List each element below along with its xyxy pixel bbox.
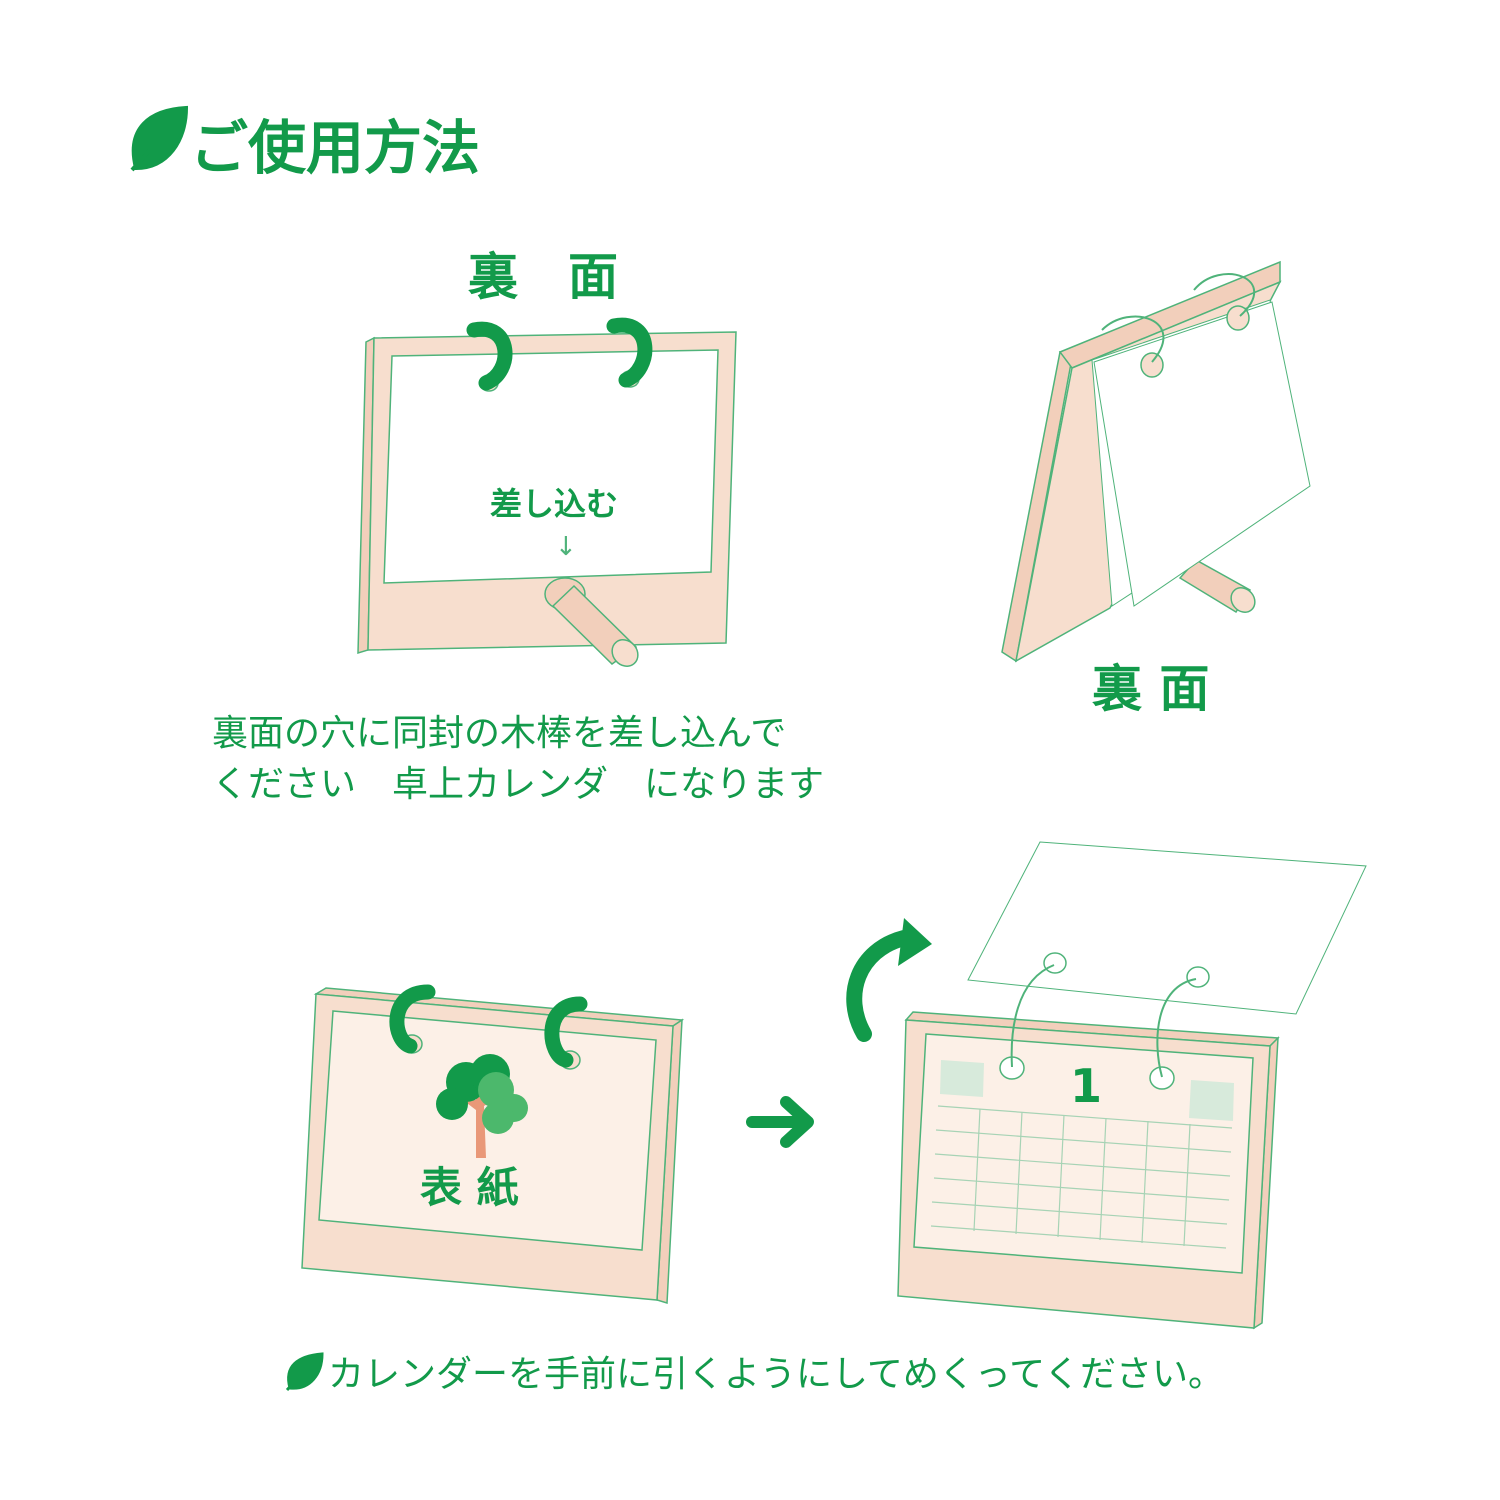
step2-back-label: 裏 面 <box>1092 660 1209 718</box>
footer-note-text: カレンダーを手前に引くようにしてめくってください。 <box>328 1354 1224 1395</box>
ring-icon <box>1156 978 1197 1078</box>
leaf-icon <box>130 105 189 172</box>
stick-end <box>611 639 639 667</box>
ring-hole <box>1043 952 1067 974</box>
step1-back-label: 裏 面 <box>468 248 618 306</box>
paper-sheet <box>383 349 719 584</box>
open-calendar-illustration: 1 <box>897 841 1367 1330</box>
leaf-icon <box>285 1352 324 1392</box>
ring-hole <box>1140 352 1164 378</box>
ring-icon <box>544 996 588 1068</box>
arrow-right-icon <box>746 1096 814 1148</box>
insert-label: 差し込む <box>490 485 618 523</box>
insert-arrow-icon: ↓ <box>555 532 577 562</box>
curved-arrow-icon <box>846 918 932 1042</box>
ring-hole <box>1186 966 1210 988</box>
footer-note: カレンダーを手前に引くようにしてめくってください。 <box>285 1352 1224 1395</box>
page-title: ご使用方法 <box>190 114 480 182</box>
stick-end <box>1230 587 1256 613</box>
step1-instruction-line1: 裏面の穴に同封の木棒を差し込んで <box>212 713 786 754</box>
paper-sheet <box>1093 301 1311 607</box>
next-month-box <box>1189 1080 1234 1121</box>
calendar-month-number: 1 <box>1070 1059 1102 1113</box>
cover-illustration: 表 紙 <box>301 984 685 1304</box>
ring-icon <box>1010 964 1055 1068</box>
ring-icon <box>606 317 653 388</box>
calendar-grid <box>930 1105 1233 1249</box>
step1-illustration: 裏 面 差し込む ↓ 裏面の穴に同封の木棒を差し込んで ください 卓上カレンダ … <box>212 248 824 805</box>
header: ご使用方法 <box>130 105 480 182</box>
ring-icon <box>389 984 436 1054</box>
prev-month-box <box>940 1060 984 1097</box>
step2-illustration: 裏 面 <box>1001 260 1311 718</box>
ring-icon <box>1101 315 1165 363</box>
step1-instruction-line2: ください 卓上カレンダ になります <box>212 764 824 805</box>
flipped-page <box>967 841 1367 1015</box>
tree-icon <box>436 1054 528 1158</box>
ring-hole <box>1149 1066 1175 1090</box>
cover-sheet <box>318 1010 657 1251</box>
calendar-sheet <box>913 1033 1254 1274</box>
ring-icon <box>466 321 513 391</box>
ring-icon <box>1193 273 1256 317</box>
cover-label: 表 紙 <box>420 1163 519 1212</box>
